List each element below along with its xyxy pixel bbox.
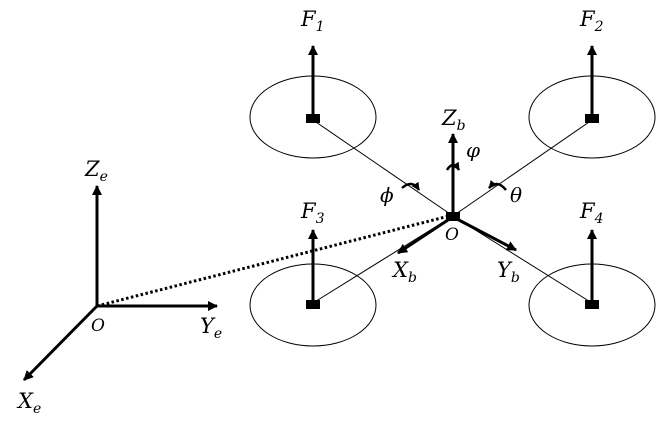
body-x-label: Xb (391, 258, 417, 286)
earth-x-axis (22, 304, 99, 382)
motor-hub-1 (306, 114, 320, 123)
theta-label: θ (510, 183, 522, 207)
body-origin-label: O (445, 225, 459, 245)
force-label-2: F2 (579, 7, 604, 35)
arm-2 (452, 119, 593, 217)
body-z-label: Zb (441, 106, 466, 134)
earth-z-label: Ze (84, 157, 108, 185)
motor-hub-3 (306, 300, 320, 309)
theta-rotation-arrow (488, 179, 507, 191)
phi-rotation-arrow (401, 181, 421, 191)
force-label-4: F4 (579, 199, 604, 227)
body-y-label: Yb (497, 258, 520, 286)
position-vector (96, 214, 450, 308)
body-x-axis (397, 216, 452, 255)
force-label-3: F3 (300, 199, 325, 227)
motor-hub-2 (585, 114, 599, 123)
varphi-rotation-arrow (445, 161, 461, 171)
motor-hub-4 (585, 300, 599, 309)
phi-label: ϕ (380, 183, 394, 207)
earth-y-label: Ye (200, 314, 222, 342)
earth-x-label: Xe (16, 389, 41, 417)
body-y-axis (454, 216, 517, 252)
force-label-1: F1 (300, 7, 325, 35)
arm-1 (312, 119, 454, 217)
body-center (446, 212, 460, 221)
earth-origin-label: O (91, 316, 105, 336)
varphi-label: φ (466, 138, 480, 162)
